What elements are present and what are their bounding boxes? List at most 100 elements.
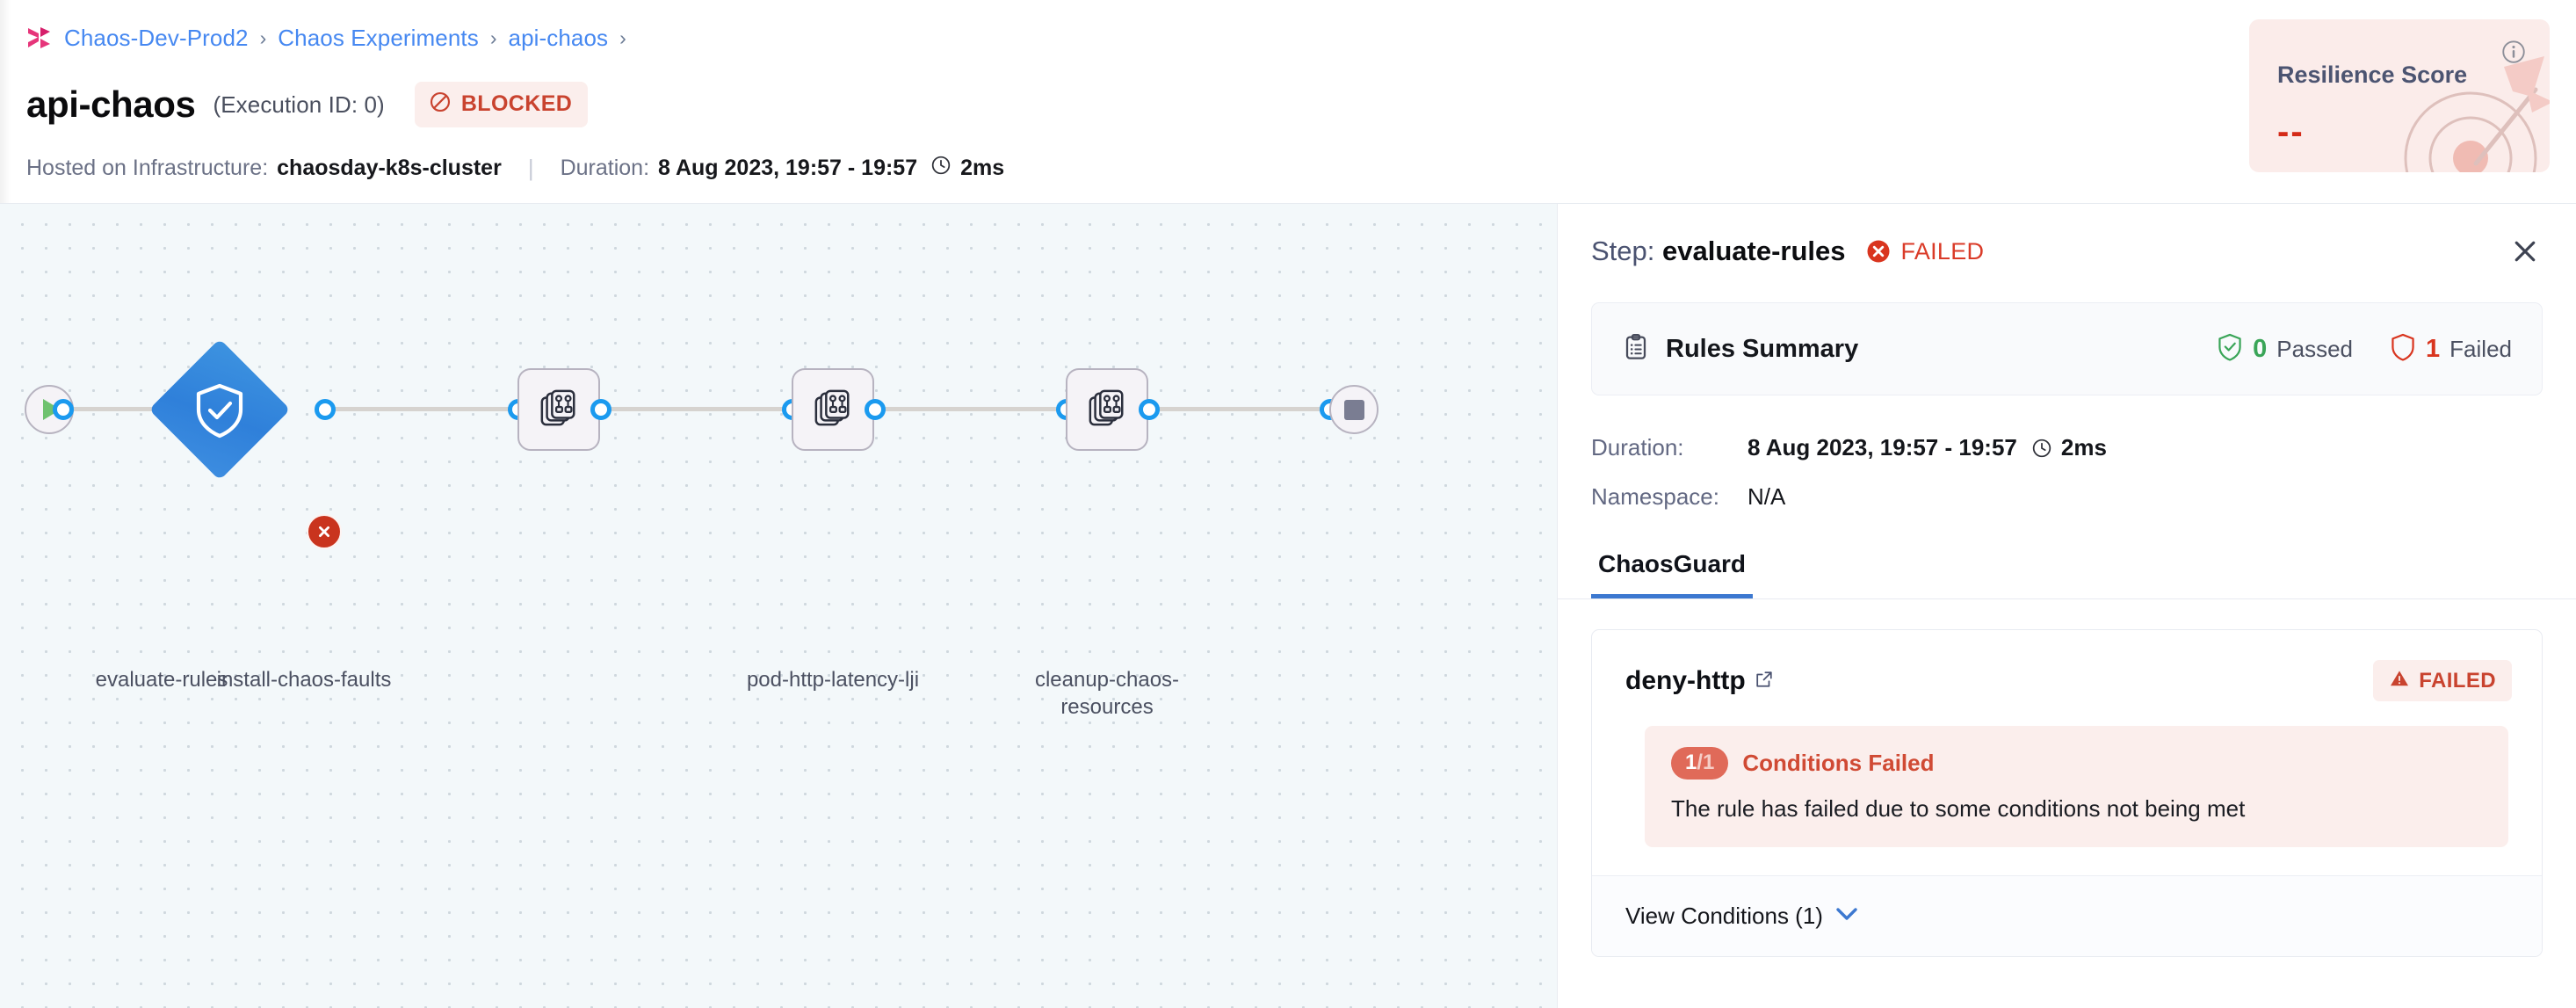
infra-label: Hosted on Infrastructure: <box>26 156 269 180</box>
meta-row: Hosted on Infrastructure: chaosday-k8s-c… <box>26 154 2576 183</box>
rules-summary-label: Rules Summary <box>1666 334 1859 363</box>
detail-duration-range: 8 Aug 2023, 19:57 - 19:57 <box>1747 434 2017 460</box>
rules-passed-label: Passed <box>2276 335 2354 362</box>
connector-line <box>865 407 1068 411</box>
panel-status-label: FAILED <box>1900 237 1985 265</box>
node-label-cleanup-chaos-resources: cleanup-chaos-resources <box>1034 668 1180 719</box>
title-row: api-chaos (Execution ID: 0) BLOCKED <box>26 82 2576 127</box>
end-node[interactable] <box>1329 385 1378 434</box>
breadcrumb: Chaos-Dev-Prod2 › Chaos Experiments › ap… <box>26 23 2576 53</box>
page-title: api-chaos <box>26 83 196 125</box>
rule-status-badge: FAILED <box>2373 660 2512 701</box>
info-icon[interactable] <box>2500 39 2527 65</box>
detail-row-duration: Duration: 8 Aug 2023, 19:57 - 19:57 2ms <box>1591 434 2576 461</box>
clock-icon <box>930 154 952 183</box>
detail-value: N/A <box>1747 483 1786 510</box>
tab-chaosguard[interactable]: ChaosGuard <box>1591 550 1754 598</box>
target-arrow-icon <box>2372 37 2550 172</box>
breadcrumb-item-experiments[interactable]: Chaos Experiments <box>278 24 479 51</box>
node-label-install-chaos-faults: install-chaos-faults <box>216 668 392 692</box>
step-details-list: Duration: 8 Aug 2023, 19:57 - 19:57 2ms … <box>1591 434 2576 511</box>
rule-status-label: FAILED <box>2419 668 2496 693</box>
view-conditions-toggle[interactable]: View Conditions (1) <box>1592 875 2542 956</box>
node-label-evaluate-rules: evaluate-rules <box>95 668 228 692</box>
panel-step-prefix: Step: <box>1591 236 1655 266</box>
rules-failed-label: Failed <box>2449 335 2512 362</box>
clipboard-icon <box>1622 333 1650 366</box>
chaos-fault-icon <box>539 388 579 432</box>
breadcrumb-item-project[interactable]: Chaos-Dev-Prod2 <box>64 24 249 51</box>
shield-check-icon <box>193 382 246 439</box>
node-label-pod-http-latency-lji: pod-http-latency-lji <box>746 668 920 692</box>
detail-key: Duration: <box>1591 434 1684 460</box>
panel-status-badge: FAILED <box>1865 238 1985 265</box>
blocked-icon <box>429 91 452 118</box>
chaos-fault-icon <box>813 388 853 432</box>
port-start-out[interactable] <box>53 399 74 420</box>
chaos-fault-icon <box>1087 388 1127 432</box>
page-header: Chaos-Dev-Prod2 › Chaos Experiments › ap… <box>0 0 2576 203</box>
meta-divider: | <box>527 155 534 181</box>
rules-summary-card: Rules Summary 0 Passed <box>1591 302 2543 395</box>
shield-check-icon <box>2217 333 2243 366</box>
status-badge: BLOCKED <box>414 82 589 127</box>
detail-key: Namespace: <box>1591 483 1719 510</box>
external-link-icon[interactable] <box>1755 666 1774 696</box>
breadcrumb-separator-trailing: › <box>619 25 626 49</box>
panel-tabs: ChaosGuard <box>1558 533 2576 599</box>
harness-logo-icon <box>26 25 53 50</box>
rules-failed-stat: 1 Failed <box>2390 333 2512 366</box>
status-badge-label: BLOCKED <box>460 91 573 116</box>
resilience-score-value: -- <box>2277 112 2305 151</box>
chevron-down-icon[interactable] <box>1835 906 1858 926</box>
connector-line <box>590 407 794 411</box>
conditions-failed-description: The rule has failed due to some conditio… <box>1671 795 2246 822</box>
connector-line <box>1139 407 1342 411</box>
warning-triangle-icon <box>2389 668 2410 693</box>
panel-header: Step: evaluate-rules FAILED <box>1558 204 2576 269</box>
port-pod-http-latency-out[interactable] <box>865 399 886 420</box>
connector-line <box>332 407 521 411</box>
rules-passed-count: 0 <box>2253 334 2268 363</box>
execution-id: (Execution ID: 0) <box>213 91 385 118</box>
clock-icon <box>2030 437 2053 460</box>
port-install-chaos-faults-out[interactable] <box>590 399 611 420</box>
detail-value: 8 Aug 2023, 19:57 - 19:57 2ms <box>1747 434 2107 461</box>
rule-card-deny-http: deny-http <box>1591 629 2543 957</box>
resilience-score-title: Resilience Score <box>2277 62 2468 88</box>
close-icon[interactable] <box>2507 234 2543 269</box>
error-x-icon[interactable] <box>307 514 342 549</box>
detail-duration-elapsed: 2ms <box>2060 434 2107 460</box>
rules-failed-count: 1 <box>2426 334 2441 363</box>
infra-value: chaosday-k8s-cluster <box>277 156 502 180</box>
node-cleanup-chaos-resources[interactable] <box>1066 368 1148 451</box>
breadcrumb-separator: › <box>489 25 497 49</box>
port-evaluate-rules-out[interactable] <box>315 399 336 420</box>
connector-line <box>60 407 227 411</box>
breadcrumb-item-current[interactable]: api-chaos <box>508 24 609 51</box>
port-cleanup-chaos-resources-out[interactable] <box>1139 399 1160 420</box>
conditions-failed-box: 1/1 Conditions Failed The rule has faile… <box>1645 726 2508 847</box>
conditions-failed-title: Conditions Failed <box>1742 750 1935 776</box>
panel-step-name: evaluate-rules <box>1662 236 1846 266</box>
node-install-chaos-faults[interactable] <box>517 368 600 451</box>
rule-card-header: deny-http <box>1592 630 2542 701</box>
pipeline-canvas[interactable]: evaluate-rules install-chaos-faults <box>0 203 1557 1008</box>
duration-label: Duration: <box>560 156 650 180</box>
duration-value: 8 Aug 2023, 19:57 - 19:57 <box>658 156 918 180</box>
breadcrumb-separator: › <box>259 25 267 49</box>
step-details-panel: Step: evaluate-rules FAILED <box>1557 203 2576 1008</box>
view-conditions-label: View Conditions (1) <box>1625 903 1823 929</box>
duration-elapsed: 2ms <box>960 156 1005 180</box>
rule-name-label: deny-http <box>1625 665 1746 695</box>
conditions-count-numerator: 1 <box>1685 751 1697 774</box>
detail-row-namespace: Namespace: N/A <box>1591 483 2576 511</box>
rules-passed-stat: 0 Passed <box>2217 333 2353 366</box>
panel-title: Step: evaluate-rules <box>1591 236 1846 267</box>
resilience-score-card: Resilience Score -- <box>2249 19 2550 172</box>
shield-outline-icon <box>2390 333 2416 366</box>
error-x-circle-icon <box>1865 238 1892 265</box>
main-body: evaluate-rules install-chaos-faults <box>0 203 2576 1008</box>
node-pod-http-latency-lji[interactable] <box>792 368 874 451</box>
rule-name-link[interactable]: deny-http <box>1625 666 1774 696</box>
